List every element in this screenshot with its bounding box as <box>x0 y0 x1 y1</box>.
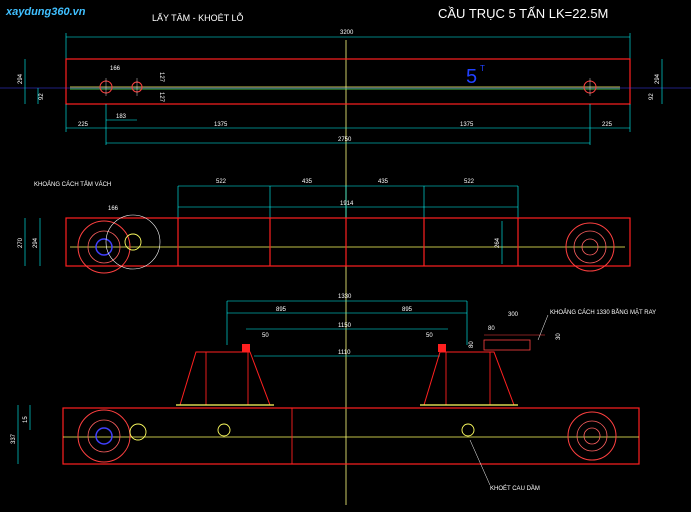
dim-right-height: 294 <box>655 73 661 84</box>
note-cut-hole: KHOÉT CAU DẦM <box>490 485 540 492</box>
title-main: CẦU TRỤC 5 TẤN LK=22.5M <box>438 6 608 21</box>
middle-beam <box>65 217 631 267</box>
dim-hole-3: 127 <box>158 92 164 103</box>
dim-small-80v: 80 <box>469 341 475 348</box>
dim-girder-sub: 15 <box>23 416 29 423</box>
dim-small-50b: 50 <box>426 333 433 339</box>
dim-small-50a: 50 <box>262 333 269 339</box>
dim-hole-2: 127 <box>158 72 164 83</box>
watermark-text: xaydung360.vn <box>5 6 86 18</box>
dim-hole-under: 183 <box>116 114 127 120</box>
title-middle-view: KHOẢNG CÁCH TẤM VÁCH <box>34 181 111 188</box>
dim-middle-h2: 294 <box>33 237 39 248</box>
dim-spacing-3: 435 <box>378 179 389 185</box>
trolley-right <box>423 351 515 406</box>
title-top-view: LẤY TÂM - KHOÉT LỖ <box>152 12 244 23</box>
dim-seg-2: 1375 <box>214 122 228 128</box>
dim-bottom-895b: 895 <box>402 307 413 313</box>
middle-view: 522 435 435 522 1914 166 270 294 264 <box>18 179 631 274</box>
dim-spacing-total: 1914 <box>340 201 354 207</box>
note-rail-distance: KHOẢNG CÁCH 1330 BẰNG MẶT RAY <box>550 308 656 316</box>
wheel-left <box>77 220 131 274</box>
dim-left-height: 294 <box>18 73 24 84</box>
dim-bottom-1150: 1150 <box>338 323 352 329</box>
dim-right-sub: 92 <box>649 93 655 100</box>
dim-seg-4: 225 <box>602 122 613 128</box>
bottom-view: 1330 895 895 1150 1110 50 50 80 300 80 3… <box>11 294 656 492</box>
girder-wheel-left <box>77 409 131 463</box>
dim-small-300: 300 <box>508 312 519 318</box>
trolley-left <box>179 351 271 406</box>
dim-spacing-4: 522 <box>464 179 475 185</box>
dim-middle-h1: 270 <box>18 237 24 248</box>
dim-wheel: 166 <box>108 206 119 212</box>
dim-bottom-total: 2750 <box>338 137 352 143</box>
dim-seg-3: 1375 <box>460 122 474 128</box>
dim-overall: 3200 <box>340 30 354 36</box>
rail-bracket <box>483 339 531 351</box>
dim-inner-height: 264 <box>495 237 501 248</box>
dim-small-80: 80 <box>488 326 495 332</box>
marker-left <box>242 344 250 352</box>
dim-bottom-895a: 895 <box>276 307 287 313</box>
top-beam <box>65 58 631 105</box>
wheel-right <box>565 222 615 272</box>
top-view: 3200 166 127 127 5 T 294 92 294 92 183 <box>0 30 691 145</box>
dim-bottom-1330: 1330 <box>338 294 352 300</box>
capacity-unit: T <box>480 64 485 73</box>
dim-spacing-1: 522 <box>216 179 227 185</box>
dim-girder-height: 337 <box>11 433 17 444</box>
dim-seg-1: 225 <box>78 122 89 128</box>
main-girder <box>62 407 640 465</box>
dim-hole-1: 166 <box>110 66 121 72</box>
dim-spacing-2: 435 <box>302 179 313 185</box>
girder-wheel-right <box>567 411 617 461</box>
dim-bottom-1110: 1110 <box>338 350 351 356</box>
gear-left <box>124 233 142 251</box>
dim-small-30: 30 <box>556 333 562 340</box>
dim-left-sub: 92 <box>39 93 45 100</box>
marker-right <box>438 344 446 352</box>
capacity-label: 5 <box>466 66 477 88</box>
